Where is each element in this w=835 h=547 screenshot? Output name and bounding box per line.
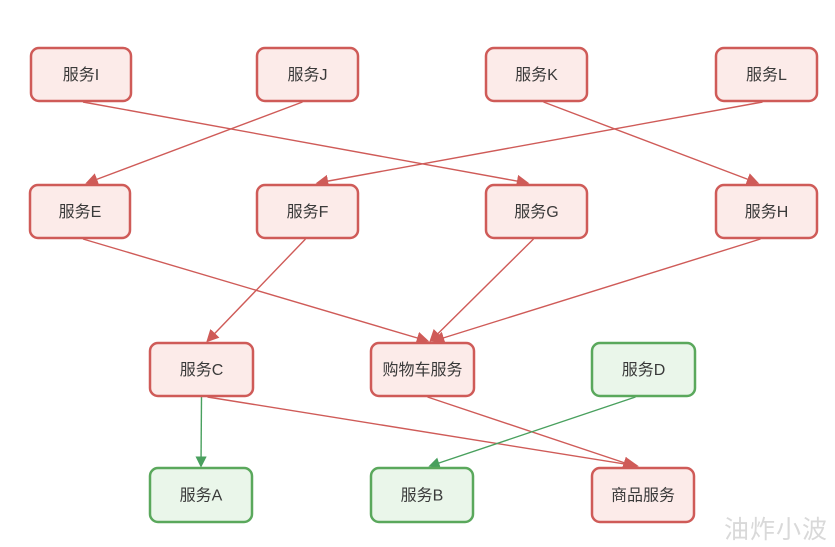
edge-g-to-cart (429, 238, 534, 343)
edge-i-to-g (82, 101, 530, 188)
edge-d-to-b (428, 396, 636, 469)
edges-layer (82, 101, 763, 471)
node-service-g: 服务G (484, 183, 589, 240)
node-box (255, 183, 360, 240)
node-goods-service: 商品服务 (590, 466, 696, 524)
node-service-j: 服务J (255, 46, 360, 103)
node-service-e: 服务E (28, 183, 132, 240)
node-label: 服务J (287, 66, 327, 84)
watermark: 油炸小波 (724, 516, 829, 544)
node-box (29, 46, 133, 103)
node-service-i: 服务I (29, 46, 133, 103)
node-label: 服务G (514, 203, 558, 221)
node-box (484, 183, 589, 240)
nodes-layer: 服务I 服务J 服务K 服务L 服务E 服务F 服务G 服务H 服务C 购物车服务 服务D 服务A 服务… (28, 46, 819, 524)
node-label: 服务F (287, 203, 329, 221)
node-label: 服务K (515, 66, 558, 84)
node-service-a: 服务A (148, 466, 254, 524)
edge-h-to-cart (431, 238, 761, 344)
node-service-h: 服务H (714, 183, 819, 240)
node-label: 商品服务 (611, 487, 675, 505)
node-label: 服务H (745, 203, 789, 221)
node-box (148, 341, 255, 398)
node-label: 服务B (401, 487, 444, 505)
node-service-c: 服务C (148, 341, 255, 398)
node-label: 购物车服务 (382, 361, 462, 379)
node-box (369, 341, 476, 398)
edge-c-to-goods (207, 396, 639, 471)
node-box (28, 183, 132, 240)
node-service-d: 服务D (590, 341, 697, 398)
node-service-b: 服务B (369, 466, 475, 524)
node-box (148, 466, 254, 524)
edge-l-to-f (315, 101, 763, 188)
node-service-f: 服务F (255, 183, 360, 240)
node-box (255, 46, 360, 103)
edge-f-to-c (206, 238, 307, 343)
edge-e-to-cart (82, 238, 430, 345)
node-cart-service: 购物车服务 (369, 341, 476, 398)
node-service-l: 服务L (714, 46, 819, 103)
node-box (714, 46, 819, 103)
node-box (484, 46, 589, 103)
node-label: 服务E (59, 203, 102, 221)
node-box (369, 466, 475, 524)
node-label: 服务I (63, 66, 99, 84)
node-label: 服务D (622, 361, 666, 379)
node-label: 服务A (180, 487, 223, 505)
edge-k-to-h (543, 101, 760, 186)
node-box (590, 341, 697, 398)
node-box (590, 466, 696, 524)
node-label: 服务L (746, 66, 787, 84)
node-service-k: 服务K (484, 46, 589, 103)
node-box (714, 183, 819, 240)
edge-j-to-e (85, 101, 303, 186)
edge-c-to-a (195, 396, 207, 468)
node-label: 服务C (180, 361, 224, 379)
